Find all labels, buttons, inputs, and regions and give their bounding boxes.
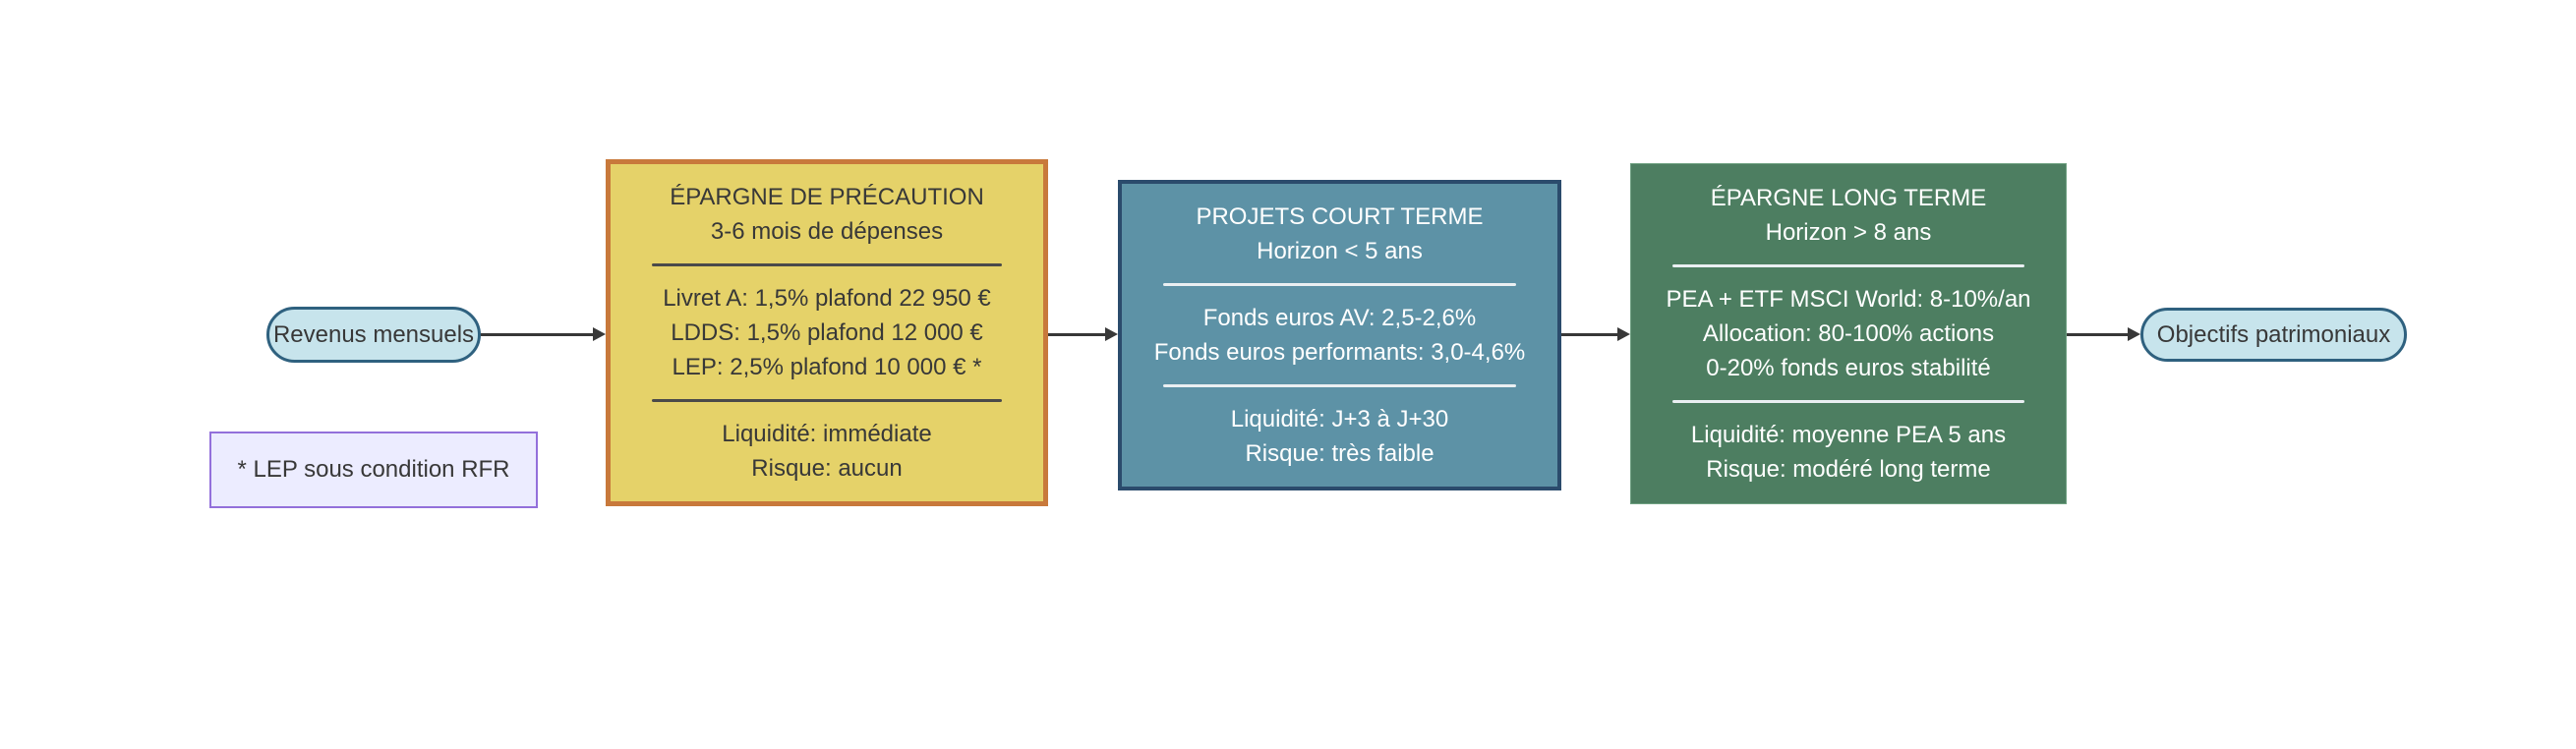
card-title: PROJETS COURT TERME	[1196, 203, 1484, 230]
node-epargne-long-terme: ÉPARGNE LONG TERME Horizon > 8 ans PEA +…	[1630, 163, 2067, 504]
card-footer-line: Risque: aucun	[751, 455, 903, 482]
arrow-shaft	[2067, 332, 2128, 336]
node-objectifs-patrimoniaux: Objectifs patrimoniaux	[2140, 308, 2407, 362]
card-body-line: Allocation: 80-100% actions	[1702, 320, 1995, 347]
node-label: Objectifs patrimoniaux	[2156, 320, 2391, 348]
arrow-shaft	[481, 332, 593, 336]
arrowhead-icon	[593, 327, 606, 341]
node-revenus-mensuels: Revenus mensuels	[266, 307, 481, 363]
arrow-revenus-to-precaution	[481, 327, 606, 341]
card-body-line: PEA + ETF MSCI World: 8-10%/an	[1666, 286, 2031, 313]
card-footer-line: Liquidité: moyenne PEA 5 ans	[1690, 422, 2007, 448]
node-projets-court-terme: PROJETS COURT TERME Horizon < 5 ans Fond…	[1118, 180, 1561, 490]
divider	[1163, 384, 1516, 387]
card-footer-line: Risque: modéré long terme	[1706, 456, 1991, 483]
card-title: ÉPARGNE LONG TERME	[1710, 185, 1987, 211]
card-subtitle: Horizon > 8 ans	[1765, 219, 1932, 246]
divider	[1163, 283, 1516, 286]
arrow-precaution-to-court-terme	[1048, 327, 1118, 341]
divider	[1671, 400, 2024, 403]
arrowhead-icon	[1105, 327, 1118, 341]
note-lep-condition: * LEP sous condition RFR	[209, 432, 538, 508]
card-subtitle: Horizon < 5 ans	[1257, 238, 1423, 264]
arrow-long-terme-to-objectifs	[2067, 327, 2140, 341]
card-body-line: Fonds euros performants: 3,0-4,6%	[1153, 339, 1526, 366]
arrow-shaft	[1048, 332, 1105, 336]
card-footer-line: Liquidité: J+3 à J+30	[1230, 406, 1449, 432]
node-epargne-precaution: ÉPARGNE DE PRÉCAUTION 3-6 mois de dépens…	[606, 159, 1048, 506]
divider	[651, 399, 1003, 402]
card-subtitle: 3-6 mois de dépenses	[710, 218, 944, 245]
card-body-line: 0-20% fonds euros stabilité	[1706, 355, 1991, 381]
arrowhead-icon	[1617, 327, 1630, 341]
card-footer-line: Liquidité: immédiate	[722, 421, 932, 447]
card-body-line: Fonds euros AV: 2,5-2,6%	[1202, 305, 1477, 331]
card-body-line: Livret A: 1,5% plafond 22 950 €	[663, 285, 991, 312]
card-footer-line: Risque: très faible	[1245, 440, 1434, 467]
card-body-line: LDDS: 1,5% plafond 12 000 €	[671, 319, 983, 346]
arrowhead-icon	[2128, 327, 2140, 341]
arrow-court-terme-to-long-terme	[1561, 327, 1630, 341]
arrow-shaft	[1561, 332, 1617, 336]
note-label: * LEP sous condition RFR	[237, 456, 510, 483]
card-body-line: LEP: 2,5% plafond 10 000 € *	[672, 354, 982, 380]
divider	[651, 263, 1003, 266]
card-title: ÉPARGNE DE PRÉCAUTION	[670, 184, 984, 210]
node-label: Revenus mensuels	[272, 320, 475, 348]
divider	[1671, 264, 2024, 267]
